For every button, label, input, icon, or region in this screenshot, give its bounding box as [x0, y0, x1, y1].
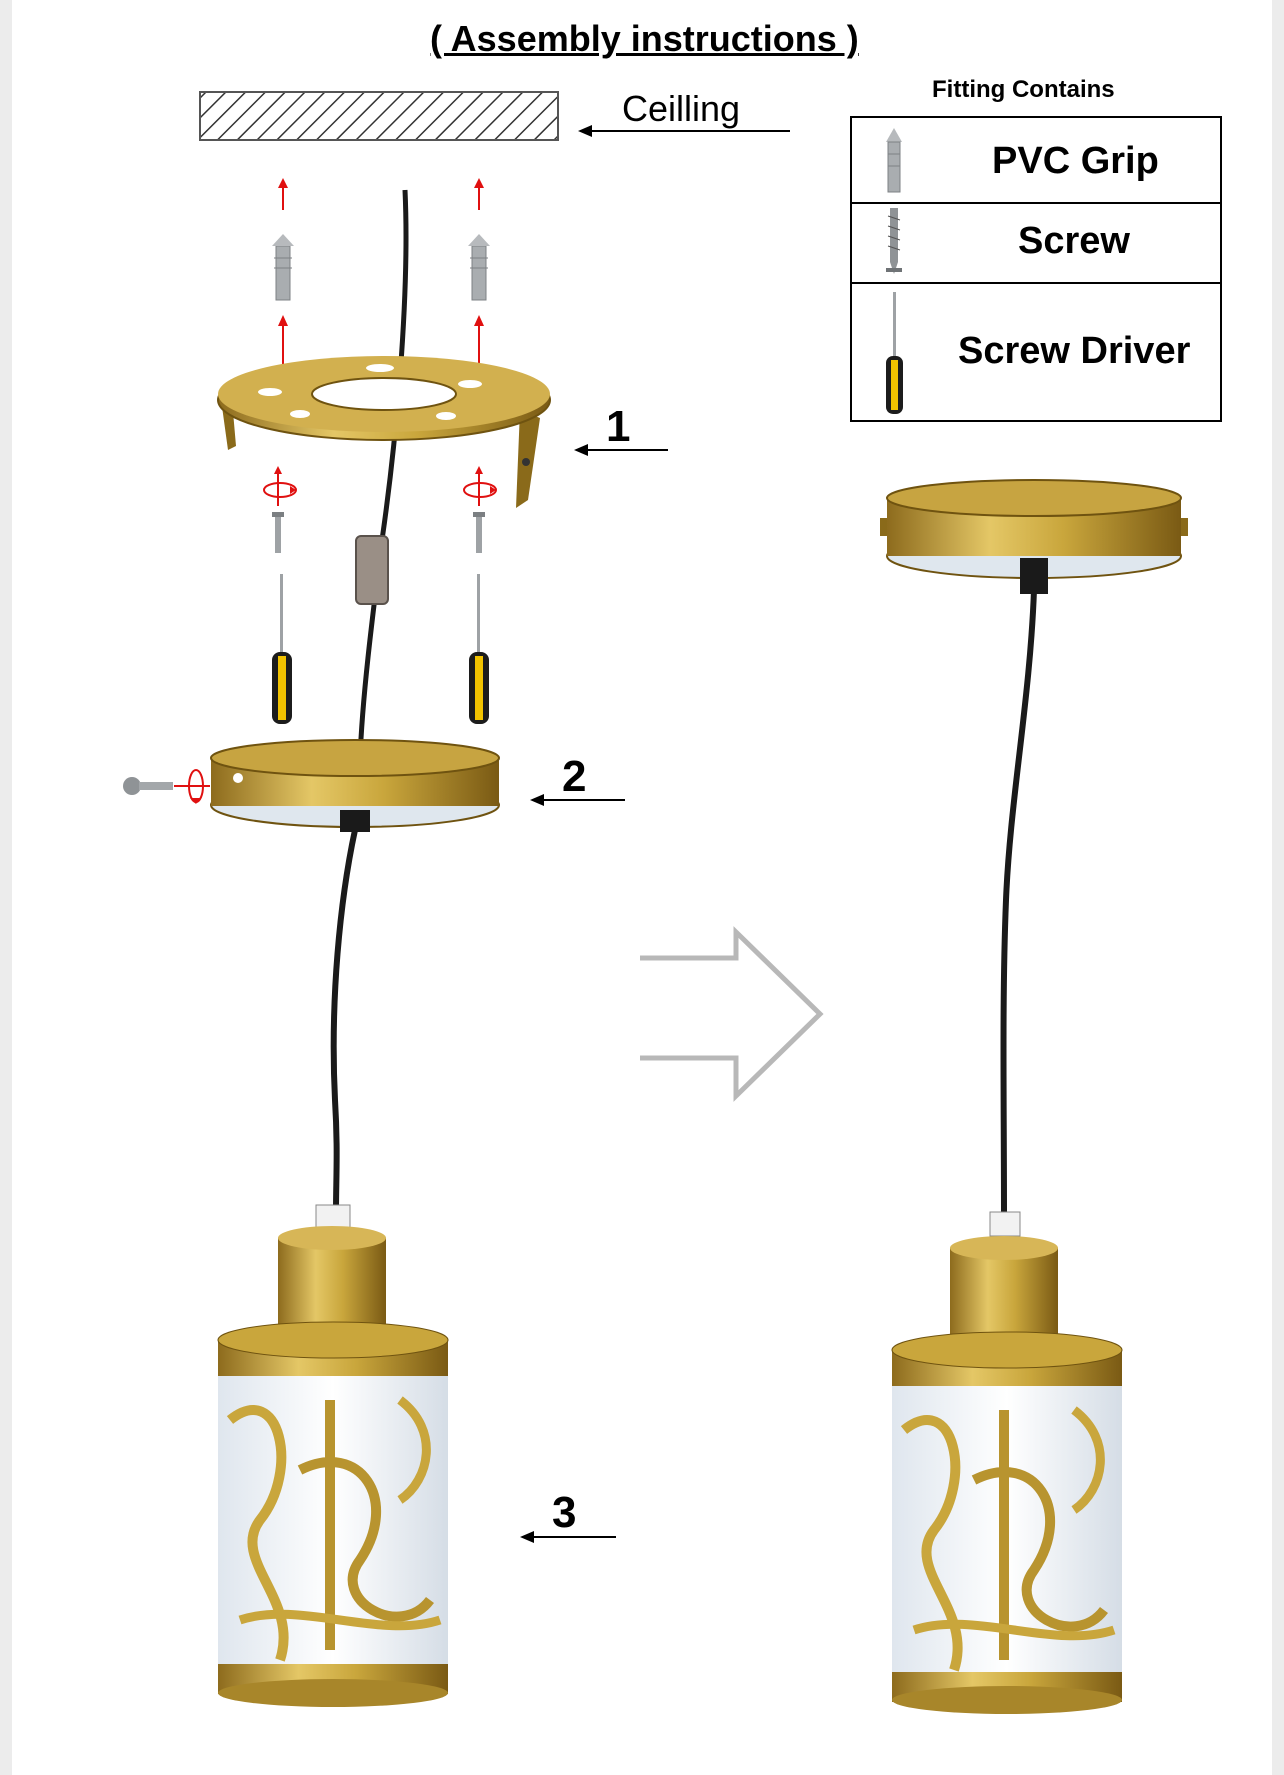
ceiling-hatch [199, 91, 559, 141]
pendant-shade-right [891, 1211, 1123, 1714]
assembled-canopy [880, 479, 1188, 594]
up-arrows-top [278, 178, 484, 210]
screwdriver-left [272, 574, 292, 724]
step-3-pointer [520, 1531, 616, 1543]
screw-driver-icon [882, 292, 906, 421]
fitting-label-screw: Screw [1018, 220, 1130, 262]
page-title: ( Assembly instructions ) [430, 18, 859, 59]
rotate-screw-right [463, 466, 497, 553]
cable-connector [355, 535, 389, 605]
fitting-row-screw: Screw [852, 202, 1220, 284]
canopy [210, 739, 500, 832]
mounting-bracket [217, 356, 551, 508]
screw-icon [882, 208, 906, 281]
pvc-grip-right [468, 234, 490, 301]
fitting-contains-title: Fitting Contains [932, 76, 1115, 103]
rotate-screw-left [263, 466, 297, 553]
step-2-pointer [530, 794, 625, 806]
result-arrow [640, 926, 824, 1102]
fitting-contains-table: PVC Grip Screw Screw Driver [850, 116, 1222, 422]
step-1-pointer [574, 444, 668, 456]
step-2-label: 2 [562, 752, 587, 801]
fitting-label-screw-driver: Screw Driver [958, 330, 1191, 372]
power-cable-left [330, 829, 358, 1211]
pvc-grip-icon [882, 128, 906, 199]
power-cable-upper [357, 189, 409, 761]
fitting-row-pvc-grip: PVC Grip [852, 118, 1220, 204]
pvc-grip-left [272, 234, 294, 301]
power-cable-right [1000, 589, 1037, 1216]
step-1-label: 1 [606, 402, 631, 451]
fitting-label-pvc-grip: PVC Grip [992, 140, 1159, 182]
side-screw [123, 769, 210, 804]
step-3-label: 3 [552, 1488, 577, 1537]
pendant-shade-left [217, 1204, 449, 1707]
screwdriver-right [469, 574, 489, 724]
fitting-row-screw-driver: Screw Driver [852, 284, 1220, 420]
ceiling-label: Ceilling [622, 88, 741, 129]
ceiling-pointer-arrow [578, 125, 790, 137]
